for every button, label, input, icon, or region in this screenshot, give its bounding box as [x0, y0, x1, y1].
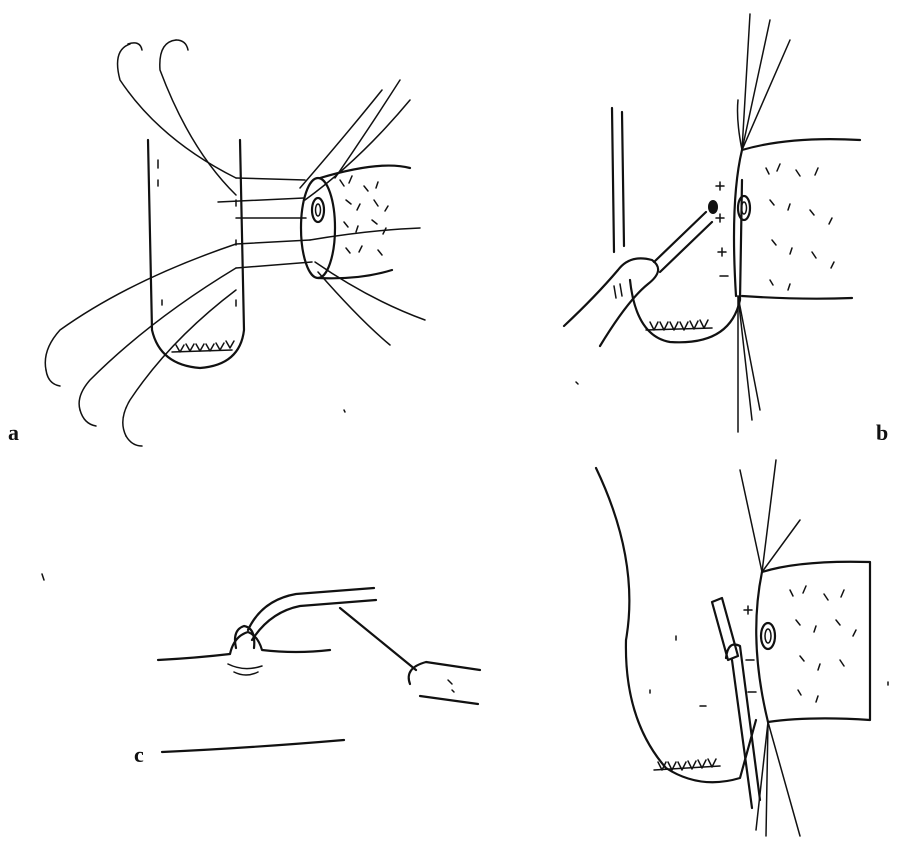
panel-d-stent-tip	[712, 598, 738, 660]
panel-a-ureter-top	[320, 166, 410, 178]
panel-b-ureter-texture	[766, 164, 834, 290]
panel-c-baseline	[162, 740, 344, 752]
panel-label-a: a	[8, 420, 19, 445]
panel-c-tissue-surface	[158, 632, 330, 660]
panel-d-stump-outline	[596, 468, 756, 782]
panel-d-ureter-lumen	[761, 623, 775, 649]
panel-a-ureter-texture	[340, 176, 388, 255]
panel-a: a	[8, 40, 425, 446]
panel-b: b	[564, 14, 888, 445]
panel-a-needles-top	[118, 40, 236, 195]
panel-d-ureter-outline	[762, 562, 870, 722]
panel-b-ureter-lumen	[738, 196, 750, 220]
panel-b-stump-top	[612, 108, 614, 252]
panel-a-sutures-right	[300, 80, 425, 345]
panel-b-hand-creases	[614, 284, 622, 298]
panel-d	[596, 460, 870, 836]
panel-d-ureter-lumen-inner	[765, 629, 771, 643]
panel-d-stump-texture	[650, 636, 706, 706]
panel-c: c	[134, 588, 480, 767]
panel-c-probe-handle	[409, 662, 480, 704]
panel-c-tissue-ripples	[228, 664, 262, 675]
panel-c-forceps	[248, 588, 376, 640]
panel-b-ureter-lumen-inner	[742, 202, 747, 214]
panel-d-ureter-end	[756, 572, 768, 722]
panel-label-c: c	[134, 742, 144, 767]
panel-d-ureter-texture	[790, 586, 856, 702]
panel-b-incision-hole	[708, 200, 718, 214]
panel-c-probe-shaft	[340, 608, 416, 670]
panel-c-probe-marks	[448, 680, 454, 692]
panel-a-ureter-lumen	[312, 198, 324, 222]
panel-a-ureter-lumen-inner	[316, 204, 321, 216]
panel-b-hand	[564, 258, 658, 346]
panel-b-suture-line	[646, 328, 712, 330]
panel-d-anastomosis-stitches	[744, 606, 756, 692]
panel-b-sutures	[738, 14, 791, 432]
panel-label-b: b	[876, 420, 888, 445]
panel-b-instrument	[654, 212, 712, 272]
panel-b-anastomosis-stitches	[716, 182, 728, 276]
panel-b-ureter-outline	[742, 139, 860, 299]
panel-b-stump-outline	[622, 112, 742, 342]
